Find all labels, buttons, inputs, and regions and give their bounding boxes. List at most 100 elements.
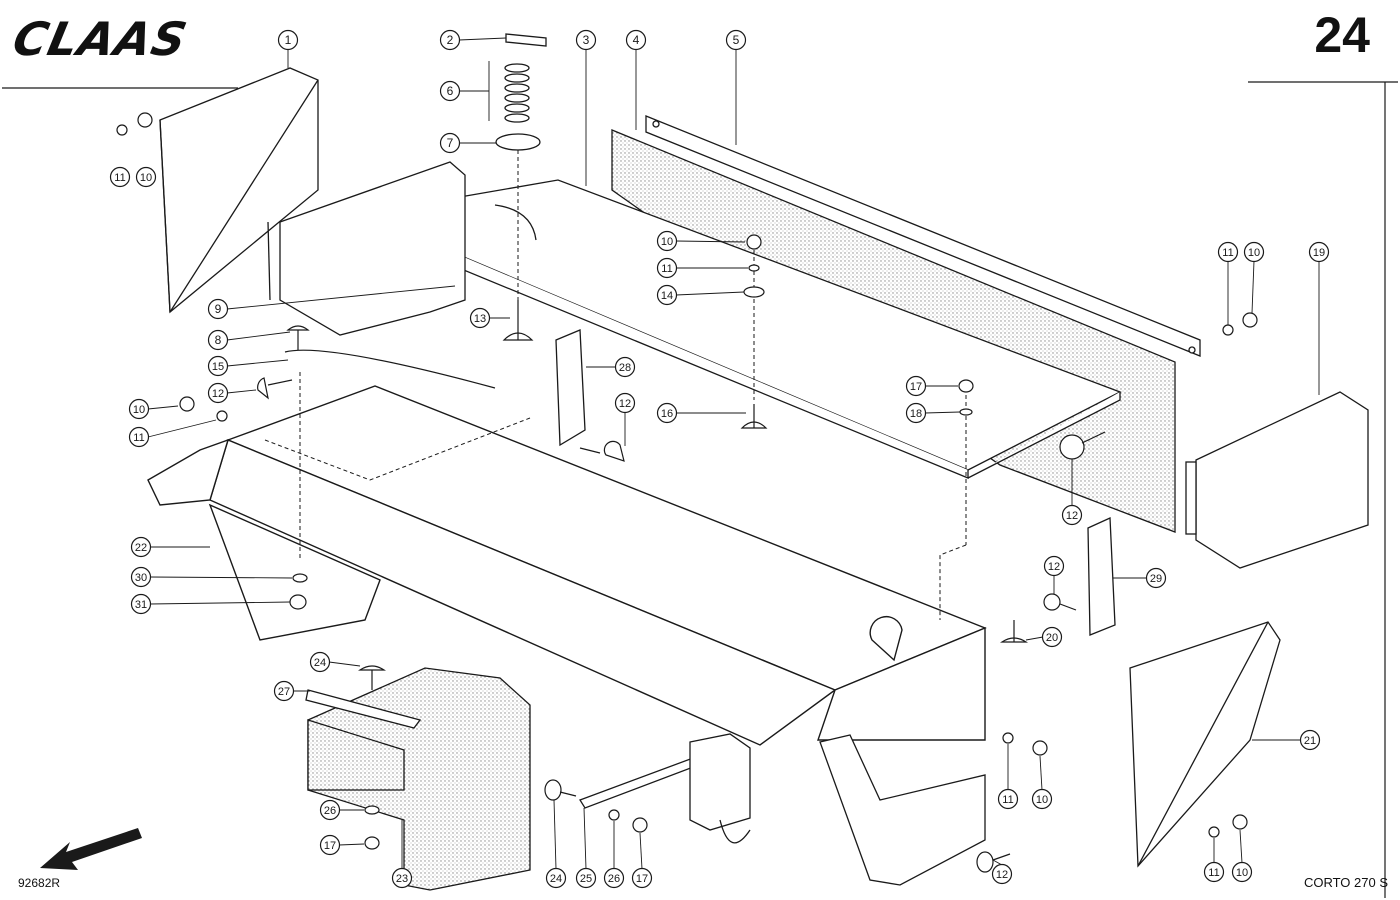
part-28-bracket [555, 329, 586, 447]
callout-circle [991, 863, 1013, 885]
callout-number: 12 [619, 398, 631, 410]
callout-circle [130, 536, 152, 558]
callout-number: 28 [619, 362, 631, 374]
callout-circle [469, 307, 491, 329]
callout-number: 21 [1304, 735, 1316, 747]
callout-number: 7 [447, 136, 454, 150]
callout-circle [1203, 861, 1225, 883]
callout-number: 24 [550, 873, 562, 885]
callout-circle [656, 257, 678, 279]
callout-11: 11 [128, 426, 150, 448]
callout-circle [575, 867, 597, 889]
callout-8: 8 [207, 329, 229, 351]
hardware-items [116, 112, 1258, 873]
callout-circle [207, 355, 229, 377]
callout-10: 10 [1031, 788, 1053, 810]
callout-circle [1299, 729, 1321, 751]
callout-circle [545, 867, 567, 889]
model-label: CORTO 270 S [1303, 875, 1388, 890]
callout-circle [1031, 788, 1053, 810]
part-9-end-cap [267, 161, 466, 336]
callout-circle [725, 29, 747, 51]
callout-number: 10 [1036, 794, 1048, 806]
callout-circle [1041, 626, 1063, 648]
callout-number: 2 [447, 33, 454, 47]
callout-number: 10 [1248, 247, 1260, 259]
callout-31: 31 [130, 593, 152, 615]
callout-number: 24 [314, 657, 326, 669]
callout-circle [207, 329, 229, 351]
callout-12: 12 [1061, 504, 1083, 526]
callout-22: 22 [130, 536, 152, 558]
callout-circle [614, 356, 636, 378]
callout-circle [1043, 555, 1065, 577]
callout-circle [128, 426, 150, 448]
callout-6: 6 [439, 80, 461, 102]
orientation-arrow-icon [40, 828, 142, 870]
callout-10: 10 [656, 230, 678, 252]
callout-circle [130, 593, 152, 615]
callout-number: 22 [135, 542, 147, 554]
callout-12: 12 [991, 863, 1013, 885]
callout-number: 11 [661, 263, 672, 275]
callout-7: 7 [439, 132, 461, 154]
callout-circle [391, 867, 413, 889]
callout-11: 11 [1217, 241, 1239, 263]
callout-circle [1145, 567, 1167, 589]
callout-circle [614, 392, 636, 414]
callout-number: 19 [1313, 247, 1325, 259]
callout-number: 11 [1208, 867, 1219, 879]
callout-number: 17 [910, 381, 922, 393]
callout-number: 26 [324, 805, 336, 817]
part-21-right-shield [1129, 621, 1281, 868]
callout-29: 29 [1145, 567, 1167, 589]
callout-26: 26 [319, 799, 341, 821]
part-1-left-shield [159, 67, 319, 314]
callout-24: 24 [545, 867, 567, 889]
callout-circle [130, 566, 152, 588]
callout-11: 11 [109, 166, 131, 188]
callout-number: 10 [661, 236, 673, 248]
drawing-reference: 92682R [18, 876, 61, 890]
callout-number: 10 [133, 404, 145, 416]
callout-23: 23 [391, 867, 413, 889]
callout-circle [656, 284, 678, 306]
callout-number: 14 [661, 290, 673, 302]
hitch-drawbar [579, 733, 751, 844]
callout-number: 11 [133, 432, 144, 444]
callout-circle [905, 375, 927, 397]
part-29-bracket [1087, 517, 1116, 636]
callout-circle [603, 867, 625, 889]
callout-11: 11 [656, 257, 678, 279]
callout-circle [997, 788, 1019, 810]
callout-number: 26 [608, 873, 620, 885]
callout-circle [135, 166, 157, 188]
callout-4: 4 [625, 29, 647, 51]
callout-circle [1231, 861, 1253, 883]
callout-number: 11 [1002, 794, 1013, 806]
callout-circle [905, 402, 927, 424]
callout-16: 16 [656, 402, 678, 424]
callout-circle [631, 867, 653, 889]
callout-19: 19 [1308, 241, 1330, 263]
callout-number: 10 [1236, 867, 1248, 879]
callout-number: 25 [580, 873, 592, 885]
callout-30: 30 [130, 566, 152, 588]
spring-stack [495, 33, 547, 151]
callout-number: 12 [212, 388, 224, 400]
callout-number: 10 [140, 172, 152, 184]
callout-24: 24 [309, 651, 331, 673]
callout-circle [575, 29, 597, 51]
callout-12: 12 [207, 382, 229, 404]
callout-14: 14 [656, 284, 678, 306]
part-5-strip [645, 115, 1201, 357]
part-19-right-cap [1185, 391, 1369, 569]
callout-13: 13 [469, 307, 491, 329]
callout-circle [625, 29, 647, 51]
callout-number: 11 [114, 172, 125, 184]
callout-10: 10 [135, 166, 157, 188]
callout-21: 21 [1299, 729, 1321, 751]
callout-number: 20 [1046, 632, 1058, 644]
callout-circle [439, 29, 461, 51]
